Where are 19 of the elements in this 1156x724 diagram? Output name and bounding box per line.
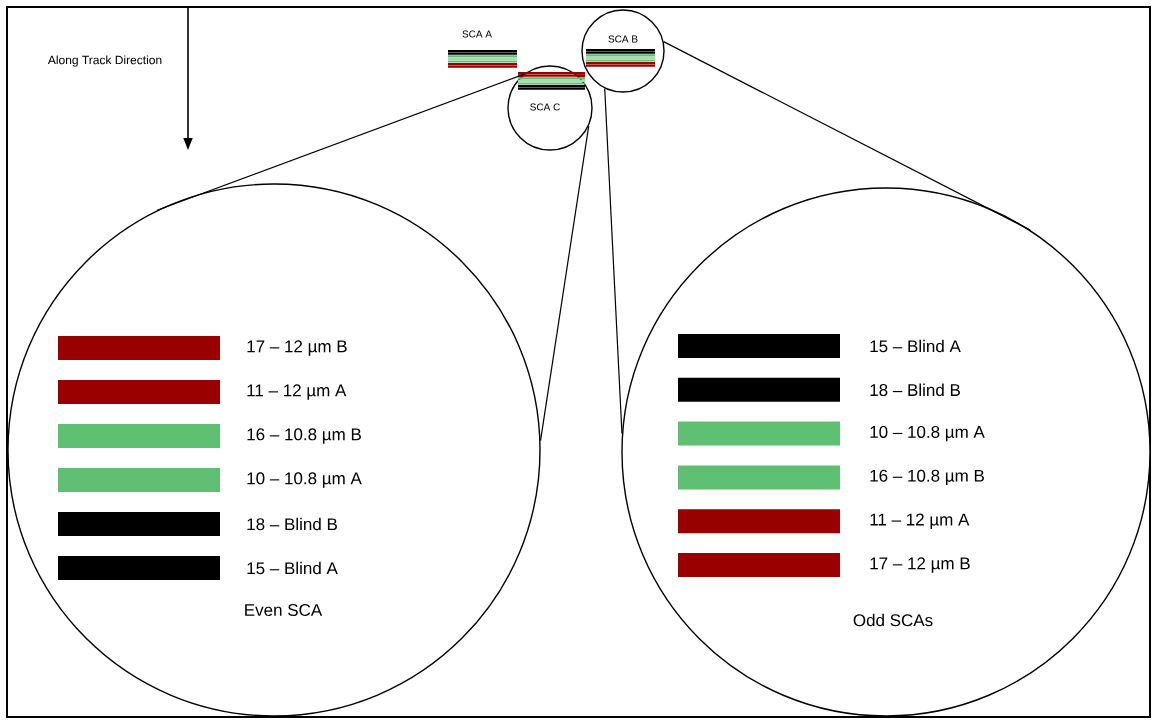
- label-text: Along Track Direction: [47, 55, 162, 67]
- legend-text: 15 – Blind A: [247, 561, 338, 575]
- legend-text: 11 – 12 µm A: [247, 384, 347, 400]
- connector-line: [156, 73, 525, 211]
- legend-text: 10 – 10.8 µm A: [870, 425, 985, 442]
- legend-text: 10 – 10.8 µm A: [247, 472, 362, 488]
- legend-text: 16 – 10.8 µm B: [247, 428, 361, 444]
- legend-text: 17 – 12 µm B: [247, 340, 347, 356]
- legend-text: 17 – 12 µm B: [870, 557, 970, 573]
- legend-text: 15 – Blind A: [870, 339, 961, 353]
- legend-text: 18 – Blind B: [247, 517, 337, 531]
- label-text: SCA A: [462, 30, 492, 38]
- connector-line: [539, 125, 590, 442]
- connector-line: [663, 41, 1031, 231]
- node-label: Odd SCAs: [853, 613, 933, 627]
- connector-line: [604, 87, 623, 435]
- legend-text: 18 – Blind B: [870, 383, 960, 397]
- legend-text: 16 – 10.8 µm B: [870, 469, 984, 486]
- legend-text: 11 – 12 µm A: [870, 513, 970, 529]
